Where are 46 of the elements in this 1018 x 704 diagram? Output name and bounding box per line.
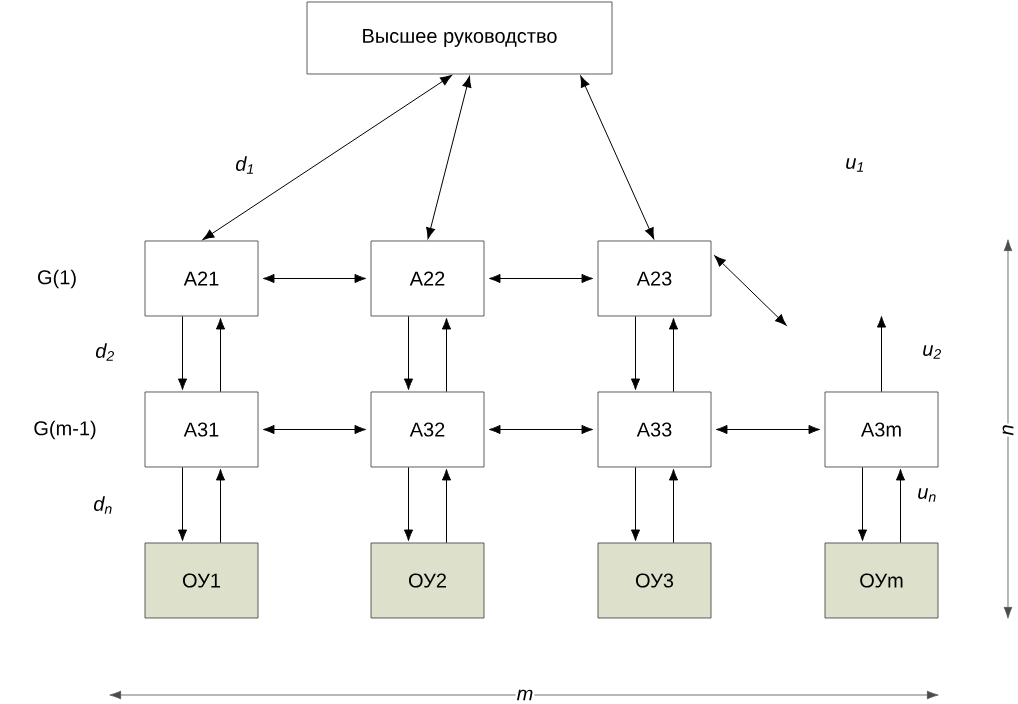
arrow xyxy=(215,317,226,393)
agent-box: A32 xyxy=(370,391,485,468)
signal-label: d$_{1}$ xyxy=(236,156,254,174)
signal-label: u$_{2}$ xyxy=(923,345,941,359)
arrow xyxy=(630,466,641,542)
agent-box: A31 xyxy=(144,391,259,468)
arrow xyxy=(215,468,226,544)
group-label: G(1) xyxy=(38,269,76,289)
arrow xyxy=(488,273,594,284)
arrow xyxy=(580,75,655,240)
agent-box: A23 xyxy=(597,240,712,317)
arrow xyxy=(488,424,594,435)
arrow xyxy=(857,466,868,542)
group-label: G(m-1) xyxy=(34,420,96,440)
agent-box: A21 xyxy=(144,240,259,317)
arrow xyxy=(714,255,787,326)
signal-label: u$_{n}$ xyxy=(918,488,936,502)
agent-box: A33 xyxy=(597,391,712,468)
object-box: ОУm xyxy=(824,542,939,619)
arrow xyxy=(403,315,414,391)
arrow xyxy=(715,424,821,435)
object-box: ОУ2 xyxy=(370,542,485,619)
arrow xyxy=(177,315,188,391)
dimension-label: n xyxy=(1001,423,1015,437)
arrow xyxy=(262,424,367,435)
signal-label: d$_{2}$ xyxy=(96,343,114,361)
agent-box: A3m xyxy=(824,391,939,468)
arrow xyxy=(668,317,679,393)
arrow xyxy=(876,316,887,393)
arrow xyxy=(403,466,414,542)
arrow xyxy=(668,468,679,544)
arrow xyxy=(426,75,472,240)
dimension-label: m xyxy=(515,688,535,702)
arrow xyxy=(177,466,188,542)
signal-label: d$_{n}$ xyxy=(94,496,112,514)
arrow xyxy=(441,468,452,544)
object-box: ОУ3 xyxy=(597,542,712,619)
signal-label: u$_{1}$ xyxy=(846,158,863,172)
arrow xyxy=(895,468,906,544)
object-box: ОУ1 xyxy=(144,542,259,619)
arrow xyxy=(262,273,367,284)
top-management-box: Высшее руководство xyxy=(306,1,613,75)
arrow xyxy=(202,75,452,240)
arrow xyxy=(441,317,452,393)
agent-box: A22 xyxy=(370,240,485,317)
arrow xyxy=(630,315,641,391)
